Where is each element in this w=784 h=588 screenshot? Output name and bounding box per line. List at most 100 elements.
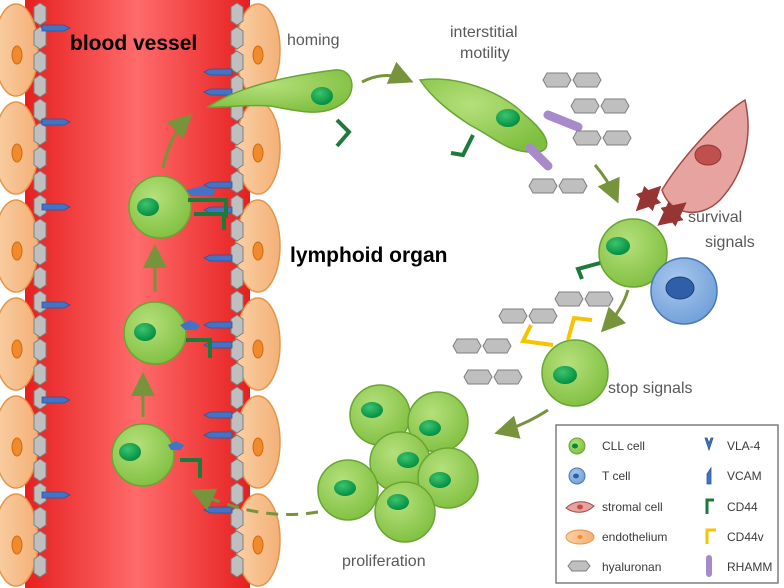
hyaluronan-unit xyxy=(33,434,47,458)
hyaluronan-unit xyxy=(33,98,47,122)
hyaluronan-unit xyxy=(33,338,47,362)
svg-text:hyaluronan: hyaluronan xyxy=(602,560,661,574)
hyaluronan-unit xyxy=(33,506,47,530)
step-interstitial: interstitial xyxy=(450,24,518,41)
svg-text:endothelium: endothelium xyxy=(602,530,667,544)
hyaluronan-unit xyxy=(33,50,47,74)
legend-hyaluronan: hyaluronan xyxy=(567,560,661,574)
endothelium-left xyxy=(0,3,39,587)
hyaluronan-unit xyxy=(33,266,47,290)
legend-cd44: CD44 xyxy=(705,498,758,514)
hyaluronan-unit xyxy=(230,50,244,74)
endothelium-right xyxy=(235,3,281,587)
legend-t-cell: T cell xyxy=(568,467,630,485)
step-motility: motility xyxy=(460,45,510,62)
vcam-marker xyxy=(41,24,71,32)
vessel-arrows xyxy=(131,113,193,417)
motile-cll-cell xyxy=(418,78,583,171)
svg-text:CLL cell: CLL cell xyxy=(602,439,645,453)
svg-text:stromal cell: stromal cell xyxy=(602,500,663,514)
hyaluronan-unit xyxy=(33,314,47,338)
step-stop-signals: stop signals xyxy=(608,380,693,397)
hyaluronan-unit xyxy=(230,146,244,170)
vcam-marker xyxy=(203,68,233,76)
hyaluronan-unit xyxy=(600,98,630,114)
hyaluronan-unit xyxy=(33,458,47,482)
vcam-marker xyxy=(41,491,71,499)
vcam-marker xyxy=(203,88,233,96)
cll-cell-rolling-1 xyxy=(111,423,202,487)
survival-arrow-1 xyxy=(635,185,662,212)
hyaluronan-unit xyxy=(33,170,47,194)
vcam-marker xyxy=(203,506,233,514)
hyaluronan-unit xyxy=(33,530,47,554)
vcam-marker xyxy=(203,181,233,189)
stromal-cell xyxy=(661,98,749,214)
hyaluronan-unit xyxy=(452,338,482,354)
step-survival: survival xyxy=(688,209,742,226)
lymphoid-organ-label: lymphoid organ xyxy=(290,244,448,267)
arrow-survival-to-stop xyxy=(600,289,630,333)
hyaluronan-unit xyxy=(33,74,47,98)
hyaluronan-unit xyxy=(572,72,602,88)
hyaluronan-unit xyxy=(528,308,558,324)
legend-endothelium: endothelium xyxy=(565,529,667,545)
hyaluronan-unit xyxy=(528,178,558,194)
legend: CLL cell T cell stromal cell endothelium… xyxy=(555,424,779,584)
svg-text:RHAMM: RHAMM xyxy=(727,560,772,574)
cll-cell-rolling-3 xyxy=(128,175,228,239)
vcam-marker xyxy=(41,118,71,126)
step-proliferation: proliferation xyxy=(342,553,426,570)
hyaluronan-unit xyxy=(230,410,244,434)
t-cell xyxy=(650,257,718,325)
hyaluronan-unit xyxy=(230,506,244,530)
vcam-marker xyxy=(41,301,71,309)
legend-vla4: VLA-4 xyxy=(704,437,761,453)
hyaluronan-unit xyxy=(482,338,512,354)
hyaluronan-unit xyxy=(572,130,602,146)
hyaluronan-unit xyxy=(230,218,244,242)
svg-text:T cell: T cell xyxy=(602,469,630,483)
hyaluronan-unit xyxy=(463,369,493,385)
hyaluronan-unit xyxy=(33,146,47,170)
hyaluronan-unit xyxy=(230,458,244,482)
vessel-title: blood vessel xyxy=(70,32,197,55)
vcam-marker xyxy=(41,203,71,211)
arrow-homing-to-motility xyxy=(361,61,414,84)
legend-vcam: VCAM xyxy=(706,466,762,485)
hyaluronan-unit xyxy=(230,26,244,50)
svg-text:CD44: CD44 xyxy=(727,500,758,514)
arrow-recirculation xyxy=(190,488,319,516)
hyaluronan-unit xyxy=(230,554,244,578)
hyaluronan-wall-left xyxy=(33,2,47,578)
legend-rhamm: RHAMM xyxy=(706,555,772,577)
legend-stromal-cell: stromal cell xyxy=(565,500,663,514)
hyaluronan-unit xyxy=(230,314,244,338)
arrow-motility-to-survival xyxy=(593,164,620,204)
homing-cll-cell xyxy=(205,69,353,148)
survival-cll-cell xyxy=(575,218,668,288)
svg-text:VLA-4: VLA-4 xyxy=(727,439,761,453)
hyaluronan-unit xyxy=(230,290,244,314)
hyaluronan-unit xyxy=(230,122,244,146)
hyaluronan-unit xyxy=(584,291,614,307)
stop-cll-cell xyxy=(519,315,609,407)
blood-vessel xyxy=(0,0,281,588)
hyaluronan-chains xyxy=(452,72,632,385)
vcam-marker xyxy=(203,431,233,439)
hyaluronan-unit xyxy=(230,362,244,386)
hyaluronan-unit xyxy=(542,72,572,88)
vcam-markers-left xyxy=(41,24,71,499)
step-homing: homing xyxy=(287,32,339,49)
legend-cd44v: CD44v xyxy=(705,528,764,544)
hyaluronan-unit xyxy=(230,530,244,554)
hyaluronan-unit xyxy=(230,482,244,506)
hyaluronan-unit xyxy=(230,242,244,266)
step-signals: signals xyxy=(705,234,755,251)
hyaluronan-unit xyxy=(230,194,244,218)
hyaluronan-unit xyxy=(33,362,47,386)
vcam-marker xyxy=(203,321,233,329)
vcam-marker xyxy=(203,254,233,262)
hyaluronan-unit xyxy=(493,369,523,385)
